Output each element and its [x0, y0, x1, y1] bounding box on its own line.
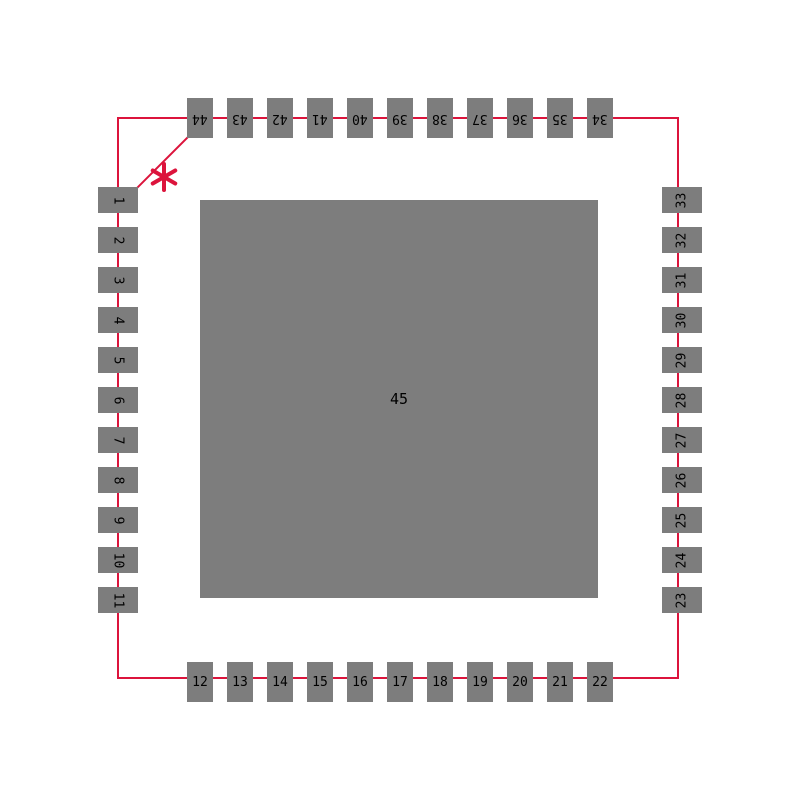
pad-32: 32 — [662, 227, 702, 253]
pad-number: 13 — [232, 674, 248, 690]
pad-number: 28 — [674, 392, 690, 408]
pad-number: 6 — [110, 396, 126, 404]
pad-number: 37 — [472, 110, 488, 126]
pad-number: 5 — [110, 356, 126, 364]
pad-16: 16 — [347, 662, 373, 702]
pad-number: 39 — [392, 110, 408, 126]
pad-number: 7 — [110, 436, 126, 444]
pad-number: 32 — [674, 232, 690, 248]
pad-1: 1 — [98, 187, 138, 213]
pad-35: 35 — [547, 98, 573, 138]
pad-number: 34 — [592, 110, 608, 126]
pad-22: 22 — [587, 662, 613, 702]
pad-25: 25 — [662, 507, 702, 533]
pad-29: 29 — [662, 347, 702, 373]
pad-number: 4 — [110, 316, 126, 324]
pad-number: 44 — [192, 110, 208, 126]
pad-number: 41 — [312, 110, 328, 126]
pad-number: 9 — [110, 516, 126, 524]
pad-number: 21 — [552, 674, 568, 690]
pad-number: 29 — [674, 352, 690, 368]
pad-number: 24 — [674, 552, 690, 568]
pad-43: 43 — [227, 98, 253, 138]
pad-27: 27 — [662, 427, 702, 453]
pad-number: 26 — [674, 472, 690, 488]
pad-number: 33 — [674, 192, 690, 208]
pad-31: 31 — [662, 267, 702, 293]
pad-number: 1 — [110, 196, 126, 204]
pad-13: 13 — [227, 662, 253, 702]
pad-34: 34 — [587, 98, 613, 138]
pad-18: 18 — [427, 662, 453, 702]
pad-number: 14 — [272, 674, 288, 690]
pad-24: 24 — [662, 547, 702, 573]
pad-21: 21 — [547, 662, 573, 702]
pad-12: 12 — [187, 662, 213, 702]
pad-number: 40 — [352, 110, 368, 126]
pad-number: 43 — [232, 110, 248, 126]
pad-30: 30 — [662, 307, 702, 333]
pad-number: 16 — [352, 674, 368, 690]
pad-7: 7 — [98, 427, 138, 453]
pin1-marker-icon — [148, 161, 180, 193]
pad-number: 27 — [674, 432, 690, 448]
pad-number: 30 — [674, 312, 690, 328]
pad-number: 3 — [110, 276, 126, 284]
pad-3: 3 — [98, 267, 138, 293]
pad-number: 31 — [674, 272, 690, 288]
pad-8: 8 — [98, 467, 138, 493]
pad-40: 40 — [347, 98, 373, 138]
pad-number: 23 — [674, 592, 690, 608]
thermal-pad-number: 45 — [389, 389, 409, 408]
pad-33: 33 — [662, 187, 702, 213]
pad-39: 39 — [387, 98, 413, 138]
pad-41: 41 — [307, 98, 333, 138]
pad-number: 22 — [592, 674, 608, 690]
pad-14: 14 — [267, 662, 293, 702]
pad-5: 5 — [98, 347, 138, 373]
pad-number: 36 — [512, 110, 528, 126]
pad-number: 38 — [432, 110, 448, 126]
thermal-pad: 45 — [200, 200, 598, 598]
pad-11: 11 — [98, 587, 138, 613]
pad-15: 15 — [307, 662, 333, 702]
pad-38: 38 — [427, 98, 453, 138]
pad-44: 44 — [187, 98, 213, 138]
pad-number: 11 — [110, 592, 126, 608]
pad-number: 25 — [674, 512, 690, 528]
pad-number: 42 — [272, 110, 288, 126]
pad-17: 17 — [387, 662, 413, 702]
pad-number: 8 — [110, 476, 126, 484]
pad-9: 9 — [98, 507, 138, 533]
pad-number: 10 — [110, 552, 126, 568]
pad-19: 19 — [467, 662, 493, 702]
pad-number: 19 — [472, 674, 488, 690]
pad-number: 18 — [432, 674, 448, 690]
pad-26: 26 — [662, 467, 702, 493]
pad-number: 12 — [192, 674, 208, 690]
pad-number: 35 — [552, 110, 568, 126]
pad-36: 36 — [507, 98, 533, 138]
pad-number: 17 — [392, 674, 408, 690]
pad-number: 2 — [110, 236, 126, 244]
pad-10: 10 — [98, 547, 138, 573]
pad-37: 37 — [467, 98, 493, 138]
pad-2: 2 — [98, 227, 138, 253]
pad-42: 42 — [267, 98, 293, 138]
pad-6: 6 — [98, 387, 138, 413]
pad-4: 4 — [98, 307, 138, 333]
pad-20: 20 — [507, 662, 533, 702]
pad-number: 15 — [312, 674, 328, 690]
pad-23: 23 — [662, 587, 702, 613]
pad-number: 20 — [512, 674, 528, 690]
pad-28: 28 — [662, 387, 702, 413]
